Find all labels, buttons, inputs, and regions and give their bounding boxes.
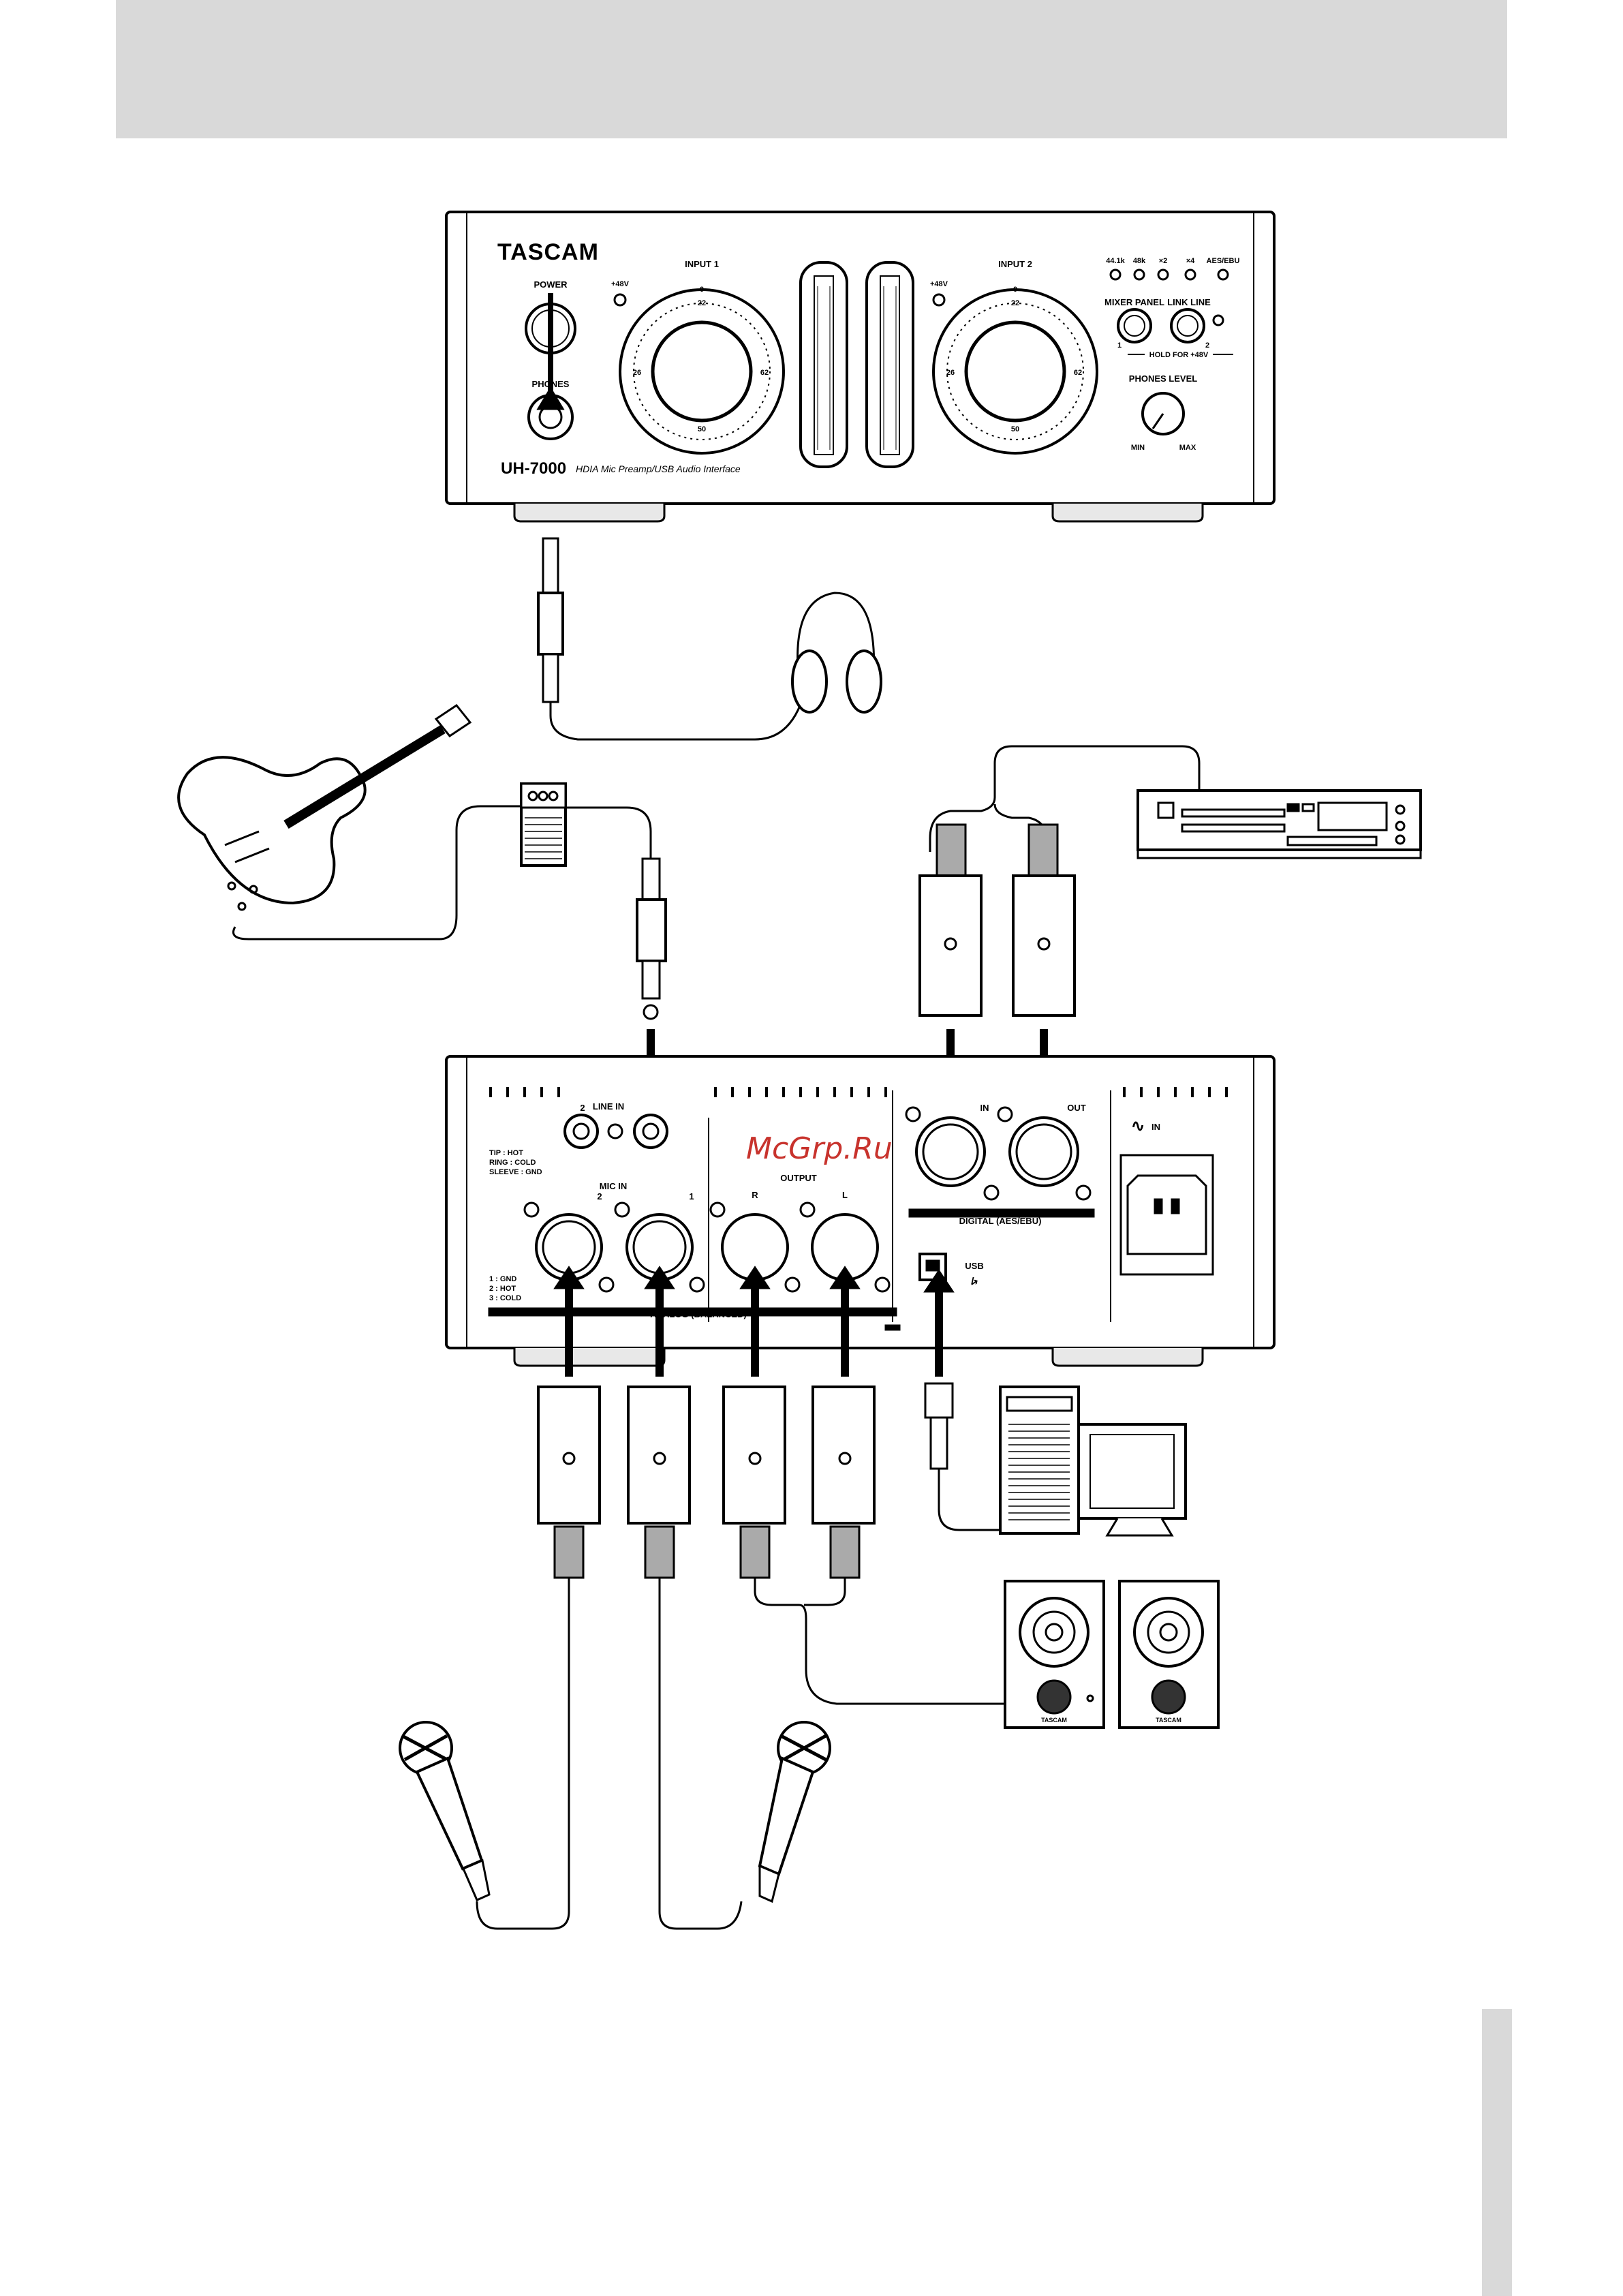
analog-label: ANALOG (BALANCED) (650, 1309, 747, 1319)
hold-num-1: 1 (1117, 341, 1122, 350)
headphones-connection (536, 293, 882, 741)
knob1-scale-0: 0 (700, 286, 704, 294)
rate-label-aes: AES/EBU (1207, 257, 1240, 265)
cd-player-connection (918, 745, 1422, 1144)
knob2-scale-50: 50 (1011, 425, 1019, 433)
output-l-label: L (842, 1190, 848, 1200)
knob1-scale-22: 22 (698, 299, 706, 307)
model-name: UH-7000 (501, 459, 566, 478)
xlr-line-gnd: 1 : GND (489, 1275, 516, 1283)
rear-labels: LINE IN 2 TIP : HOT RING : COLD SLEEVE :… (489, 1101, 1181, 1724)
line-in-label: LINE IN (593, 1101, 624, 1112)
knob2-scale-62: 62 (1074, 369, 1082, 377)
header-band (116, 0, 1507, 138)
knob2-scale-26: 26 (946, 369, 955, 377)
xlr-line-cold: 3 : COLD (489, 1294, 521, 1302)
input1-label: INPUT 1 (685, 259, 719, 269)
knob1-scale-62: 62 (760, 369, 769, 377)
usb-label: USB (965, 1261, 983, 1271)
front-panel (445, 211, 1276, 523)
link-line-label: LINK LINE (1167, 297, 1211, 307)
digital-in-label: IN (980, 1103, 989, 1113)
microphones (399, 1721, 831, 1903)
knob2-scale-22: 22 (1011, 299, 1019, 307)
page-tab (1482, 2009, 1512, 2296)
knob1-scale-26: 26 (633, 369, 641, 377)
line-in-num: 2 (580, 1103, 585, 1113)
ac-symbol-icon: ∿ (1131, 1117, 1145, 1135)
xlr-line-hot: 2 : HOT (489, 1285, 516, 1293)
watermark: McGrp.Ru (746, 1131, 893, 1166)
rate-label-44: 44.1k (1106, 257, 1125, 265)
hold-label: HOLD FOR +48V (1149, 351, 1209, 359)
usb-icon: ⭟ (971, 1273, 978, 1288)
knob2-scale-0: 0 (1013, 286, 1017, 294)
mic-num-1: 1 (689, 1191, 694, 1201)
monitor-speakers (1004, 1580, 1220, 1729)
input2-label: INPUT 2 (998, 259, 1032, 269)
guitar (177, 703, 472, 911)
digital-label: DIGITAL (AES/EBU) (959, 1216, 1042, 1226)
phantom-label-2: +48V (930, 280, 948, 288)
phones-level-label: PHONES LEVEL (1129, 373, 1197, 384)
ac-in-label: IN (1151, 1122, 1160, 1132)
max-label: MAX (1179, 444, 1196, 452)
phantom-label-1: +48V (611, 280, 630, 288)
power-label: POWER (534, 279, 568, 290)
rate-label-x4: ×4 (1186, 257, 1195, 265)
rear-cables (476, 1266, 1184, 1930)
trs-line-tip: TIP : HOT (489, 1149, 523, 1157)
trs-line-ring: RING : COLD (489, 1159, 536, 1167)
hold-num-2: 2 (1205, 341, 1209, 350)
mic-num-2: 2 (597, 1191, 602, 1201)
front-labels: TASCAM UH-7000 HDIA Mic Preamp/USB Audio… (497, 239, 1240, 478)
output-r-label: R (752, 1190, 758, 1200)
knob1-scale-50: 50 (698, 425, 706, 433)
mixer-panel-label: MIXER PANEL (1104, 297, 1164, 307)
monitor-brand-2: TASCAM (1156, 1717, 1181, 1724)
output-label: OUTPUT (780, 1173, 817, 1183)
digital-out-label: OUT (1067, 1103, 1086, 1113)
rate-label-48: 48k (1133, 257, 1146, 265)
mic-in-label: MIC IN (600, 1181, 627, 1191)
monitor-brand-1: TASCAM (1041, 1717, 1067, 1724)
brand-logo: TASCAM (497, 239, 599, 265)
computer (999, 1386, 1187, 1537)
phones-label: PHONES (532, 379, 570, 389)
model-subtitle: HDIA Mic Preamp/USB Audio Interface (576, 463, 741, 474)
rate-label-x2: ×2 (1159, 257, 1168, 265)
trs-line-sleeve: SLEEVE : GND (489, 1168, 542, 1176)
min-label: MIN (1131, 444, 1145, 452)
